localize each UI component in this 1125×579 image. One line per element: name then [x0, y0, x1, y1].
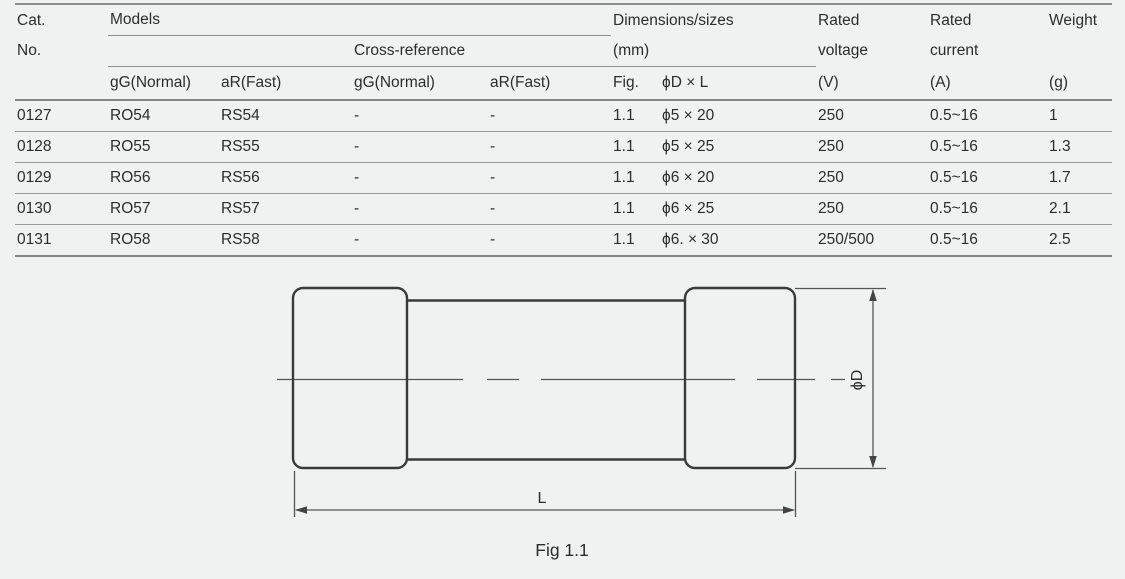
table-row: 0131 RO58 RS58 - - 1.1 ϕ6. × 30 250/500 …: [15, 224, 1113, 257]
subheader-current-unit: (A): [928, 66, 1048, 101]
diameter-label: ϕD: [849, 370, 866, 391]
cell-fig: 1.1: [611, 131, 661, 163]
cell-xref-ar: -: [488, 224, 612, 257]
cell-cat-no: 0127: [15, 100, 108, 132]
cell-dims: ϕ6 × 25: [660, 193, 817, 225]
cell-fig: 1.1: [611, 100, 661, 132]
cell-weight: 2.5: [1047, 224, 1113, 257]
diameter-arrow-down-icon: [869, 456, 877, 468]
cell-cat-no: 0129: [15, 162, 108, 194]
header-models-spacer: [108, 35, 352, 67]
header-models: Models: [108, 4, 612, 36]
cell-current: 0.5~16: [928, 193, 1048, 225]
cell-model-gg: RO55: [108, 131, 219, 163]
header-rated-current-line2: current: [930, 42, 979, 60]
cell-fig: 1.1: [611, 162, 661, 194]
cell-xref-ar: -: [488, 162, 612, 194]
cell-dims: ϕ6. × 30: [660, 224, 817, 257]
cell-weight: 1.3: [1047, 131, 1113, 163]
cell-voltage: 250/500: [816, 224, 929, 257]
cell-xref-gg: -: [352, 224, 488, 257]
cell-weight: 2.1: [1047, 193, 1113, 225]
cell-voltage: 250: [816, 193, 929, 225]
header-weight-line1: Weight: [1049, 11, 1098, 29]
fuse-right-cap: [683, 286, 797, 470]
subheader-xref-gg-normal: gG(Normal): [352, 66, 488, 101]
table-row: 0128 RO55 RS55 - - 1.1 ϕ5 × 25 250 0.5~1…: [15, 131, 1113, 163]
cell-xref-gg: -: [352, 100, 488, 132]
header-row-2: No. Cross-reference (mm) voltage current: [15, 35, 1112, 67]
header-cross-reference: Cross-reference: [352, 35, 612, 67]
cell-model-gg: RO56: [108, 162, 219, 194]
cell-model-ar: RS55: [219, 131, 352, 163]
header-rated-voltage-line1: Rated: [818, 11, 860, 29]
header-cat-spacer: [15, 66, 108, 101]
cell-model-ar: RS54: [219, 100, 352, 132]
cell-voltage: 250: [816, 100, 929, 132]
header-rated-current-line1: Rated: [930, 11, 972, 29]
cell-model-gg: RO58: [108, 224, 219, 257]
fuse-spec-table: Cat. Models Dimensions/sizes Rated Rated…: [15, 3, 1113, 257]
length-label: L: [538, 490, 547, 507]
cell-current: 0.5~16: [928, 224, 1048, 257]
cell-cat-no: 0131: [15, 224, 108, 257]
table-row: 0127 RO54 RS54 - - 1.1 ϕ5 × 20 250 0.5~1…: [15, 100, 1113, 132]
figure-caption: Fig 1.1: [535, 540, 589, 560]
subheader-weight-unit: (g): [1047, 66, 1113, 101]
cell-xref-gg: -: [352, 193, 488, 225]
cell-xref-gg: -: [352, 162, 488, 194]
header-cat: Cat.: [17, 11, 46, 29]
cell-weight: 1.7: [1047, 162, 1113, 194]
subheader-models-ar-fast: aR(Fast): [219, 66, 352, 101]
cell-xref-ar: -: [488, 100, 612, 132]
header-rated-voltage-line2: voltage: [818, 42, 869, 60]
cell-xref-ar: -: [488, 131, 612, 163]
subheader-d-x-l: ϕD × L: [660, 66, 817, 101]
cell-model-gg: RO54: [108, 100, 219, 132]
cell-fig: 1.1: [611, 193, 661, 225]
table-row: 0130 RO57 RS57 - - 1.1 ϕ6 × 25 250 0.5~1…: [15, 193, 1113, 225]
cell-model-ar: RS57: [219, 193, 352, 225]
cell-cat-no: 0130: [15, 193, 108, 225]
subheader-fig: Fig.: [611, 66, 661, 101]
cell-cat-no: 0128: [15, 131, 108, 163]
table-row: 0129 RO56 RS56 - - 1.1 ϕ6 × 20 250 0.5~1…: [15, 162, 1113, 194]
cell-model-gg: RO57: [108, 193, 219, 225]
subheader-xref-ar-fast: aR(Fast): [488, 66, 612, 101]
header-row-1: Cat. Models Dimensions/sizes Rated Rated…: [15, 4, 1112, 36]
cell-weight: 1: [1047, 100, 1113, 132]
cell-xref-gg: -: [352, 131, 488, 163]
cell-voltage: 250: [816, 131, 929, 163]
header-dimensions-line1: Dimensions/sizes: [613, 11, 734, 29]
subheader-models-gg-normal: gG(Normal): [108, 66, 219, 101]
length-arrow-left-icon: [295, 506, 307, 514]
header-no: No.: [17, 42, 42, 60]
diameter-arrow-up-icon: [869, 289, 877, 301]
header-row-3: gG(Normal) aR(Fast) gG(Normal) aR(Fast) …: [15, 66, 1113, 101]
length-arrow-right-icon: [783, 506, 795, 514]
fuse-left-cap: [291, 286, 409, 470]
cell-current: 0.5~16: [928, 131, 1048, 163]
cell-model-ar: RS58: [219, 224, 352, 257]
cell-fig: 1.1: [611, 224, 661, 257]
cell-xref-ar: -: [488, 193, 612, 225]
cell-current: 0.5~16: [928, 162, 1048, 194]
cell-dims: ϕ5 × 20: [660, 100, 817, 132]
cell-model-ar: RS56: [219, 162, 352, 194]
cell-current: 0.5~16: [928, 100, 1048, 132]
cell-voltage: 250: [816, 162, 929, 194]
header-dimensions-line2: (mm): [611, 35, 817, 67]
cell-dims: ϕ5 × 25: [660, 131, 817, 163]
cell-dims: ϕ6 × 20: [660, 162, 817, 194]
subheader-voltage-unit: (V): [816, 66, 929, 101]
